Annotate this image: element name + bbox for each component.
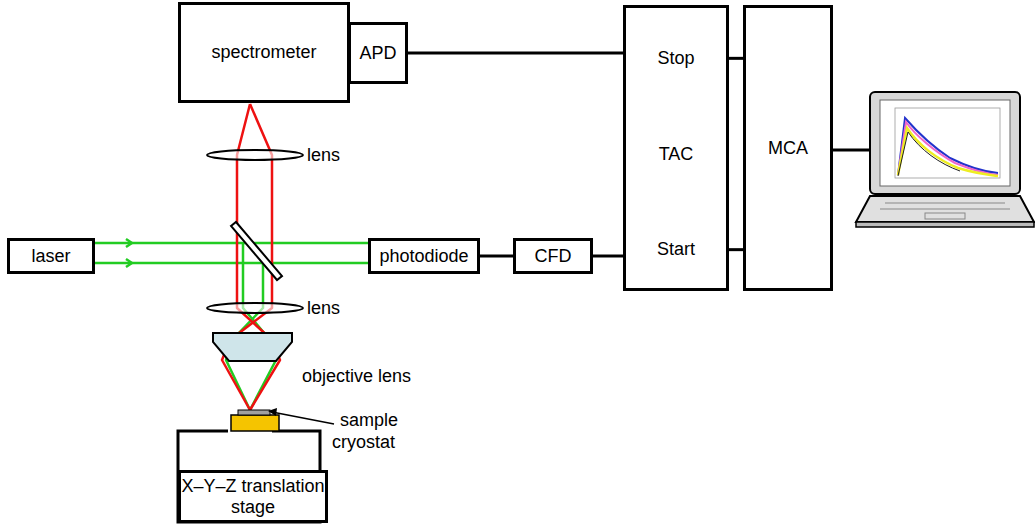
signal-wire [593, 255, 623, 258]
equipment-box: laser [7, 238, 95, 274]
equipment-box: CFD [513, 238, 593, 274]
box-label: MCA [768, 138, 808, 159]
box-label: APD [359, 43, 396, 64]
equipment-box: spectrometer [178, 2, 350, 103]
part-label: sample [338, 410, 400, 431]
part-label: lens [305, 145, 342, 166]
equipment-box: X–Y–Z translation stage [178, 470, 328, 523]
sample-leader-head [268, 408, 277, 416]
laser-beam [95, 262, 368, 265]
lens-symbol [207, 150, 303, 160]
equipment-box: MCA [743, 5, 833, 291]
part-label: cryostat [330, 432, 397, 453]
equipment-box: StopTAC Start [623, 5, 729, 291]
box-label: laser [31, 246, 70, 267]
laptop-computer [832, 92, 1034, 227]
sample-leader [272, 412, 334, 424]
part-label: lens [305, 298, 342, 319]
objective-lens-symbol [213, 333, 292, 361]
signal-wire [729, 248, 743, 251]
lens-symbol [207, 303, 303, 313]
signal-wire [408, 52, 623, 55]
beam-splitter [231, 222, 282, 280]
sample-holder [231, 415, 279, 431]
box-label: TAC [659, 144, 694, 165]
beam-arrow [126, 259, 132, 267]
laser-beam [95, 242, 368, 245]
box-label: photodiode [379, 246, 468, 267]
box-label: Start [657, 239, 695, 260]
signal-wire [480, 255, 513, 258]
box-label: CFD [535, 246, 572, 267]
box-label: X–Y–Z translation stage [181, 476, 325, 517]
box-label: Stop [657, 48, 694, 69]
beam-arrow [126, 239, 132, 247]
signal-wire [729, 57, 743, 60]
box-label: spectrometer [211, 42, 316, 63]
equipment-box: photodiode [368, 238, 480, 274]
sample-film [238, 410, 270, 415]
part-label: objective lens [300, 366, 413, 387]
equipment-box: APD [348, 22, 408, 84]
